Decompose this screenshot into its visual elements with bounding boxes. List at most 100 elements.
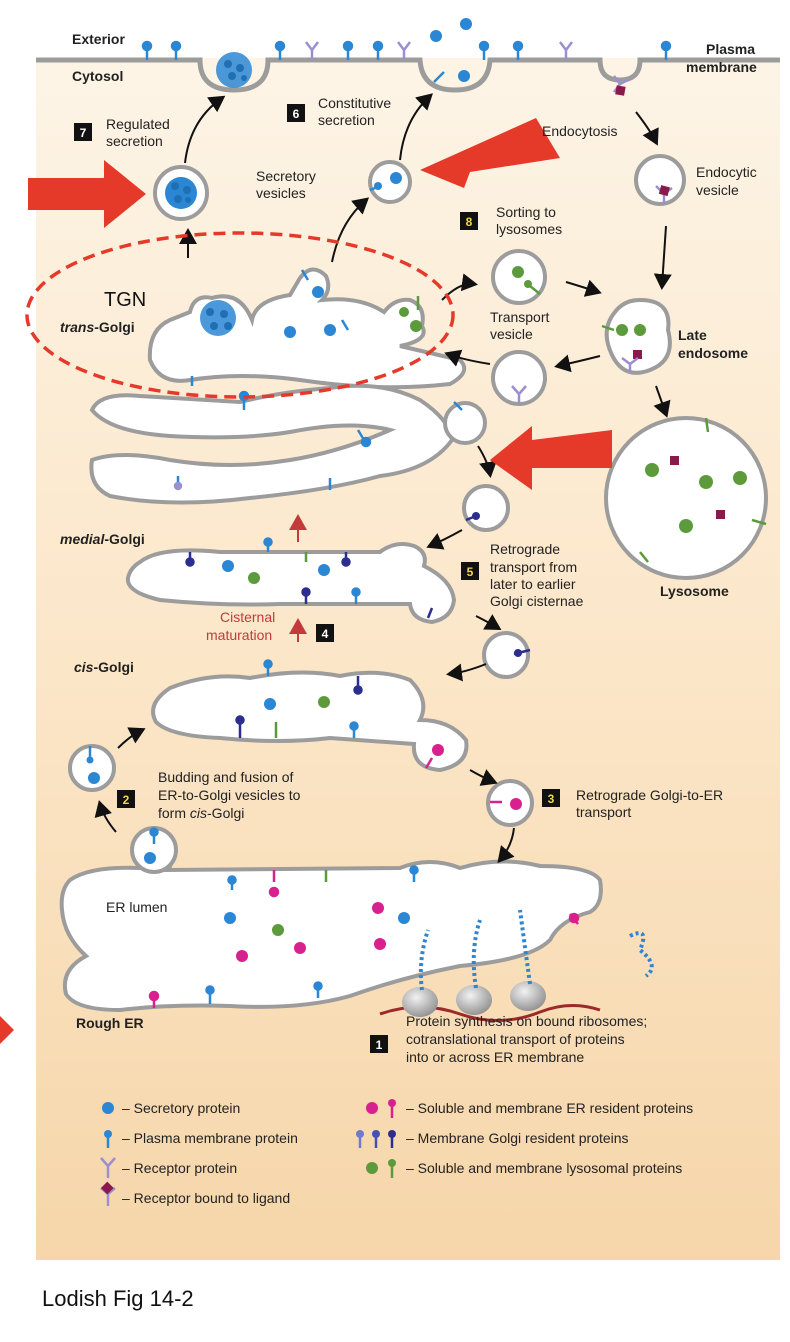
label-transport-1: Transport xyxy=(490,309,550,325)
golgi-pins-icon xyxy=(356,1130,396,1148)
step-3-number: 3 xyxy=(548,792,555,806)
label-cytosol: Cytosol xyxy=(72,68,123,84)
tgn-highlight-oval xyxy=(25,231,455,399)
label-synthesis-3: into or across ER membrane xyxy=(406,1049,584,1065)
label-plasma-2: membrane xyxy=(686,59,757,75)
er-to-golgi-vesicle xyxy=(68,744,116,792)
label-retrograde-1: Retrograde xyxy=(490,541,560,557)
label-trans-italic: trans xyxy=(60,319,94,335)
label-retro-er-1: Retrograde Golgi-to-ER xyxy=(576,787,723,803)
label-late-1: Late xyxy=(678,327,707,343)
secretory-granule xyxy=(153,165,209,221)
legend-er-resident: – Soluble and membrane ER resident prote… xyxy=(406,1100,693,1116)
highlight-arrow-granule xyxy=(28,160,146,228)
label-medial-golgi: medial-Golgi xyxy=(60,531,145,547)
fused-vesicle-pin xyxy=(433,71,445,83)
receptor-y-icon xyxy=(100,1157,116,1178)
label-regulated-2: secretion xyxy=(106,133,163,149)
label-budding-3: form cis-Golgi xyxy=(158,805,244,821)
retrograde-vesicle-lower xyxy=(482,631,531,679)
label-constitutive-2: secretion xyxy=(318,112,375,128)
label-budding-2: ER-to-Golgi vesicles to xyxy=(158,787,301,803)
step-2-number: 2 xyxy=(123,793,130,807)
label-budding-3a: form xyxy=(158,805,190,821)
label-exterior: Exterior xyxy=(72,31,125,47)
budding-vesicle-cargo xyxy=(144,852,156,864)
legend: – Secretory protein – Plasma membrane pr… xyxy=(100,1099,693,1206)
legend-secretory: – Secretory protein xyxy=(122,1100,240,1116)
label-budding-3c: -Golgi xyxy=(207,805,244,821)
late-endosome xyxy=(601,297,672,375)
label-budding-1: Budding and fusion of xyxy=(158,769,294,785)
label-retrograde-4: Golgi cisternae xyxy=(490,593,584,609)
label-trans-rest: -Golgi xyxy=(94,319,134,335)
medial-golgi-cisterna xyxy=(125,542,457,625)
cell-background xyxy=(36,28,780,1260)
lysosome xyxy=(604,416,768,580)
golgi-to-er-vesicle xyxy=(486,779,534,827)
label-cisternal-1: Cisternal xyxy=(220,609,275,625)
label-regulated-1: Regulated xyxy=(106,116,170,132)
label-cis-italic: cis xyxy=(74,659,94,675)
label-endocytic-2: vesicle xyxy=(696,182,739,198)
label-trans-golgi: trans-Golgi xyxy=(60,319,135,335)
label-retrograde-3: later to earlier xyxy=(490,576,576,592)
label-lysosome: Lysosome xyxy=(660,583,729,599)
step-7-number: 7 xyxy=(80,126,87,140)
magenta-icon xyxy=(366,1099,396,1118)
step-badges: 7 6 8 5 4 2 3 1 xyxy=(74,104,560,1053)
label-medial-italic: medial xyxy=(60,531,105,547)
step-5-number: 5 xyxy=(467,565,474,579)
lysosomal-transport-vesicle-1 xyxy=(491,249,547,305)
blue-pin-icon xyxy=(104,1130,112,1148)
er-proteins xyxy=(148,827,580,1008)
secreted-proteins xyxy=(430,18,472,82)
golgi-cisterna-trans-lower xyxy=(89,383,455,505)
regulated-secretion-granule-fused xyxy=(216,52,252,88)
legend-receptor-ligand: – Receptor bound to ligand xyxy=(122,1190,290,1206)
cis-golgi-cisterna xyxy=(151,670,469,773)
green-icon xyxy=(366,1159,396,1178)
highlight-arrow-retrograde xyxy=(490,426,612,490)
label-late-2: endosome xyxy=(678,345,748,361)
step-6-number: 6 xyxy=(293,107,300,121)
endocytic-vesicle xyxy=(634,154,686,206)
figure-caption: Lodish Fig 14-2 xyxy=(42,1286,194,1311)
constitutive-secretory-vesicle xyxy=(368,160,412,204)
medial-golgi-proteins xyxy=(185,537,434,619)
legend-lysosomal: – Soluble and membrane lysosomal protein… xyxy=(406,1160,682,1176)
label-constitutive-1: Constitutive xyxy=(318,95,391,111)
label-synthesis-2: cotranslational transport of proteins xyxy=(406,1031,625,1047)
blue-dot-icon xyxy=(102,1102,114,1114)
label-secretory-2: vesicles xyxy=(256,185,306,201)
label-cis-rest: -Golgi xyxy=(93,659,133,675)
plasma-membrane-receptors xyxy=(305,41,573,60)
labels: Exterior Cytosol Plasma membrane Regulat… xyxy=(60,31,757,1065)
label-medial-rest: -Golgi xyxy=(104,531,144,547)
label-synthesis-1: Protein synthesis on bound ribosomes; xyxy=(406,1013,647,1029)
highlight-arrow-edge xyxy=(0,1016,14,1044)
step-1-number: 1 xyxy=(376,1038,383,1052)
step-8-number: 8 xyxy=(466,215,473,229)
label-er-lumen: ER lumen xyxy=(106,899,167,915)
retrograde-vesicle-upper xyxy=(443,401,487,445)
label-cis-golgi: cis-Golgi xyxy=(74,659,134,675)
ribosomes-mrna xyxy=(379,909,654,1022)
step-4-number: 4 xyxy=(322,627,329,641)
trans-golgi xyxy=(147,267,467,390)
plasma-membrane xyxy=(36,57,780,93)
plasma-membrane-proteins xyxy=(141,40,672,60)
highlight-arrows xyxy=(0,118,612,1044)
label-retro-er-2: transport xyxy=(576,804,631,820)
label-plasma-1: Plasma xyxy=(706,41,755,57)
label-sorting-1: Sorting to xyxy=(496,204,556,220)
cis-golgi-proteins xyxy=(235,659,444,769)
label-endocytosis: Endocytosis xyxy=(542,123,617,139)
highlight-arrow-vesicle xyxy=(420,118,560,188)
endocytic-pit-receptor xyxy=(613,75,629,96)
label-endocytic-1: Endocytic xyxy=(696,164,757,180)
label-cisternal-2: maturation xyxy=(206,627,272,643)
label-retrograde-2: transport from xyxy=(490,559,577,575)
legend-receptor: – Receptor protein xyxy=(122,1160,237,1176)
label-tgn: TGN xyxy=(104,289,146,311)
